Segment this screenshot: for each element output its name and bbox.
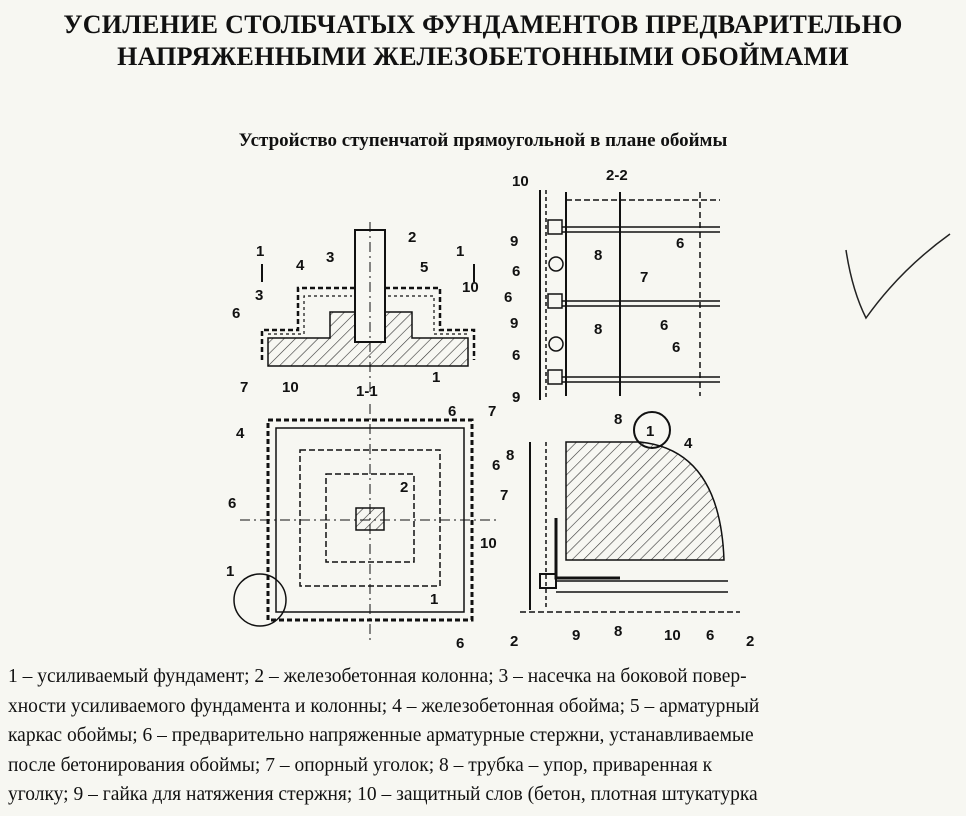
- callout-7-detail: 7: [500, 487, 508, 504]
- callout-6-plan-bottom: 6: [456, 635, 464, 652]
- callout-8-s22-b: 8: [594, 321, 602, 338]
- legend-line: после бетонирования обоймы; 7 – опорный …: [8, 754, 713, 776]
- callout-6-plan-top: 6: [448, 403, 456, 420]
- foundation-step-inner: [325, 473, 415, 563]
- callout-9-s22-a: 9: [510, 233, 518, 250]
- callout-1-plan-bottom: 1: [430, 591, 438, 608]
- legend-line: уголку; 9 – гайка для натяжения стержня;…: [8, 784, 758, 805]
- callout-1-elevation: 1: [432, 369, 440, 386]
- callout-10-plan-right: 10: [480, 535, 497, 552]
- callout-5-elevation: 5: [420, 259, 428, 276]
- callout-4-elevation: 4: [296, 257, 305, 274]
- callout-4-plan: 4: [236, 425, 245, 442]
- callout-9-s22-b: 9: [510, 315, 518, 332]
- callout-3b-elevation: 3: [255, 287, 263, 304]
- callout-3-elevation: 3: [326, 249, 334, 266]
- callout-6-elevation-right: 6: [504, 289, 512, 306]
- callout-4-detail: 4: [684, 435, 693, 452]
- callout-7-plan-right: 7: [488, 403, 496, 420]
- callout-8-detail: 8: [506, 447, 514, 464]
- checkmark-icon: [845, 233, 951, 320]
- callout-1-plan-left: 1: [226, 563, 234, 580]
- callout-6-s22-c: 6: [676, 235, 684, 252]
- drawing-subtitle: Устройство ступенчатой прямоугольной в п…: [238, 130, 728, 151]
- legend-line: хности усиливаемого фундамента и колонны…: [8, 695, 760, 717]
- callout-2-plan: 2: [400, 479, 408, 496]
- cut-label-1-right: 1: [456, 243, 464, 260]
- jacket-outline: [260, 286, 476, 360]
- plan-view-label: 1-1: [356, 383, 378, 400]
- detail-1: [520, 441, 740, 613]
- callout-10-s22: 10: [512, 173, 529, 190]
- cut-label-1-left: 1: [256, 243, 264, 260]
- section-2-2-label: 2-2: [606, 167, 628, 184]
- callout-6-elevation-left: 6: [232, 305, 240, 322]
- detail-jacket-hatched: [565, 441, 725, 561]
- callout-2-elevation: 2: [408, 229, 416, 246]
- callout-7-s22: 7: [640, 269, 648, 286]
- callout-10-detail: 10: [664, 627, 681, 644]
- callout-6-plan-left: 6: [228, 495, 236, 512]
- callout-8-s22-a: 8: [594, 247, 602, 264]
- callout-7-plan: 7: [240, 379, 248, 396]
- callout-6-s22-d: 6: [660, 317, 668, 334]
- callout-6-s22-b: 6: [512, 347, 520, 364]
- callout-8-s22-c: 8: [614, 411, 622, 428]
- callout-6-s22-a: 6: [512, 263, 520, 280]
- plan-view: [233, 404, 500, 640]
- callout-8-detail-b: 8: [614, 623, 622, 640]
- section-2-2: [539, 190, 720, 400]
- detail-1-label: 1: [646, 423, 654, 440]
- callout-6-s22-e: 6: [672, 339, 680, 356]
- section-cut-2-right: 2: [746, 633, 754, 650]
- callout-10-plan: 10: [282, 379, 299, 396]
- callout-9-s22-c: 9: [512, 389, 520, 406]
- callout-6-plan-right: 6: [492, 457, 500, 474]
- page-title-line-1: УСИЛЕНИЕ СТОЛБЧАТЫХ ФУНДАМЕНТОВ ПРЕДВАРИ…: [63, 10, 903, 39]
- callout-9-detail: 9: [572, 627, 580, 644]
- section-cut-2-left: 2: [510, 633, 518, 650]
- page-title-line-2: НАПРЯЖЕННЫМИ ЖЕЛЕЗОБЕТОННЫМИ ОБОЙМАМИ: [117, 42, 849, 71]
- section-elevation: [260, 222, 476, 395]
- jacket-inner-line: [268, 295, 468, 335]
- callout-10-elevation: 10: [462, 279, 479, 296]
- legend-line: 1 – усиливаемый фундамент; 2 – железобет…: [8, 666, 747, 687]
- callout-6-detail: 6: [706, 627, 714, 644]
- detail-callout-circle: [233, 573, 287, 627]
- legend-line: каркас обоймы; 6 – предварительно напряж…: [8, 725, 754, 746]
- legend: 1 – усиливаемый фундамент; 2 – железобет…: [8, 662, 966, 810]
